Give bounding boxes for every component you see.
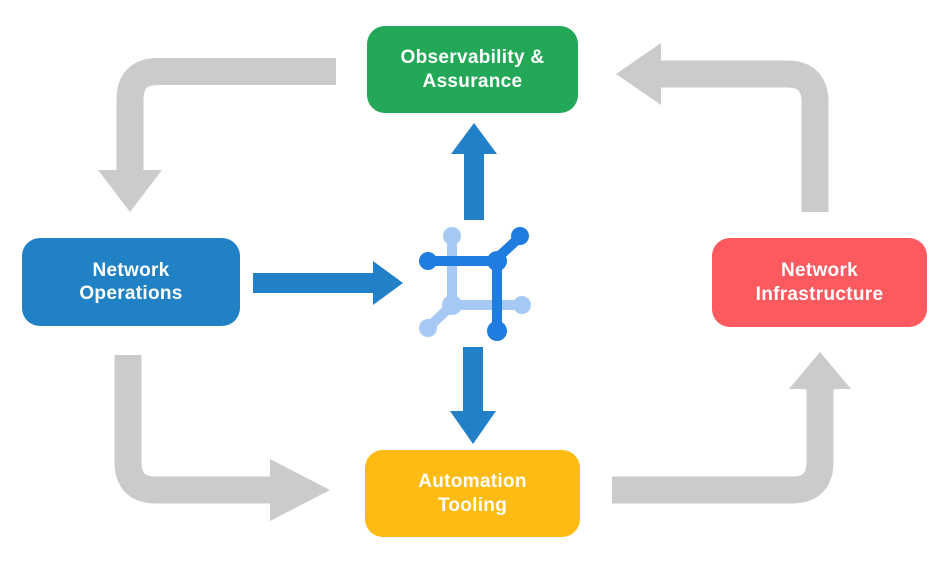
center-arrowhead-up-icon: [451, 123, 497, 154]
center-arrowhead-down-icon: [450, 411, 496, 444]
node-operations-label: Network Operations: [79, 259, 183, 304]
cycle-arrowhead-up-icon: [789, 352, 851, 389]
icon-light-bottomleft-node: [419, 319, 437, 337]
node-observability-assurance: Observability & Assurance: [367, 26, 578, 113]
node-network-infrastructure: Network Infrastructure: [712, 238, 927, 327]
icon-light-right-node: [513, 296, 531, 314]
icon-dark-bottom-node: [487, 321, 507, 341]
cycle-arrowhead-right-icon: [270, 459, 330, 521]
cycle-arrow-top-left-elbow: [116, 58, 336, 172]
cycle-arrow-bottom-left-elbow: [114, 355, 272, 504]
cycle-arrowhead-left-icon: [616, 43, 661, 105]
node-observability-label: Observability & Assurance: [400, 47, 545, 92]
node-infrastructure-label: Network Infrastructure: [755, 260, 884, 305]
icon-dark-corner-node: [487, 251, 507, 271]
icon-dark-topright-node: [511, 227, 529, 245]
network-automation-icon: [419, 227, 531, 341]
cycle-arrow-top-right-elbow: [659, 60, 829, 212]
cycle-arrowhead-down-icon: [98, 170, 162, 212]
node-network-operations: Network Operations: [22, 238, 240, 326]
node-automation-tooling: Automation Tooling: [365, 450, 580, 537]
center-arrowhead-right-icon: [373, 261, 403, 305]
node-automation-label: Automation Tooling: [418, 471, 527, 516]
cycle-arrow-bottom-right-elbow: [612, 387, 834, 504]
icon-light-corner-node: [442, 295, 462, 315]
icon-light-top-node: [443, 227, 461, 245]
icon-dark-left-node: [419, 252, 437, 270]
